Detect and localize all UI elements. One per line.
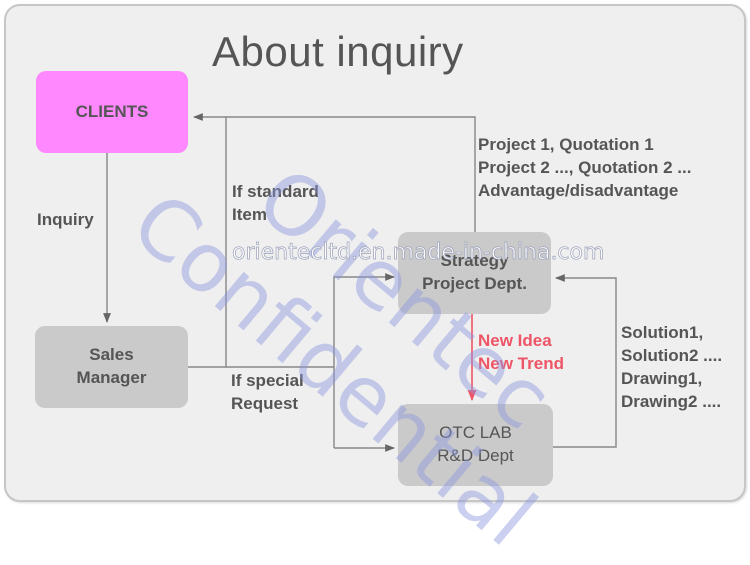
edge-standard-item bbox=[188, 113, 227, 368]
label-standard-item: If standard Item bbox=[232, 182, 319, 224]
label-solutions: Solution1, Solution2 .... Drawing1, Draw… bbox=[621, 323, 723, 411]
label-new-idea: New Idea New Trend bbox=[478, 331, 564, 373]
node-strategy-label: Strategy Project Dept. bbox=[422, 251, 527, 293]
node-clients-label: CLIENTS bbox=[75, 101, 149, 121]
label-project-quotation: Project 1, Quotation 1 Project 2 ..., Qu… bbox=[478, 135, 692, 200]
node-clients: CLIENTS bbox=[36, 71, 188, 153]
label-inquiry: Inquiry bbox=[37, 210, 94, 229]
label-special-request: If special Request bbox=[231, 371, 304, 413]
connector-lines bbox=[103, 113, 617, 452]
edge-solutions bbox=[553, 274, 617, 448]
page-title: About inquiry bbox=[212, 28, 464, 75]
diagram-canvas: About inquiry CLIENTS Sales Manager Stra… bbox=[4, 4, 746, 565]
node-sales-manager-label: Sales Manager bbox=[76, 345, 147, 387]
node-sales-manager: Sales Manager bbox=[35, 326, 188, 408]
node-strategy-project-dept: Strategy Project Dept. bbox=[398, 232, 551, 314]
node-otc-lab-label: OTC LAB R&D Dept bbox=[437, 423, 514, 465]
edge-to-strategy bbox=[333, 273, 395, 448]
edge-project-quotation bbox=[226, 116, 476, 232]
node-otc-lab: OTC LAB R&D Dept bbox=[398, 404, 553, 486]
